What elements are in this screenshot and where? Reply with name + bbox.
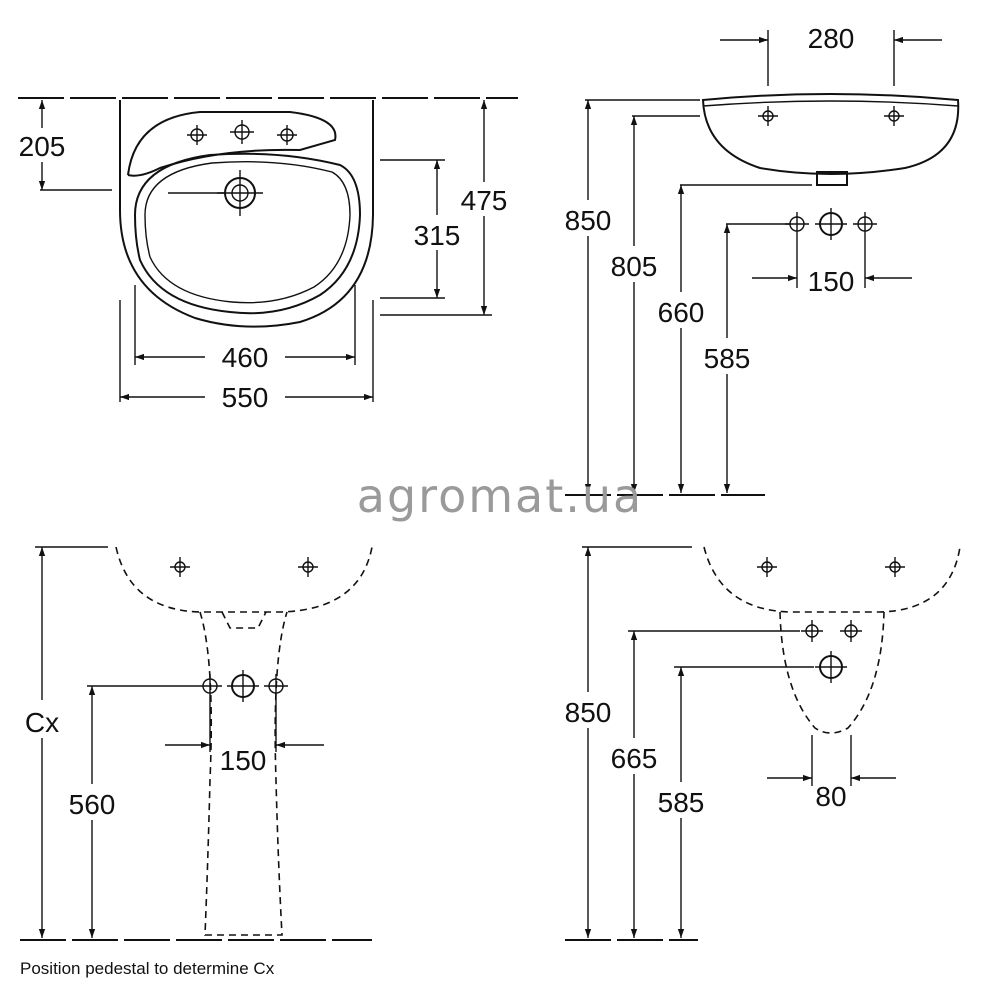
tap-hole-icon	[885, 557, 905, 577]
tap-hole-icon	[170, 557, 190, 577]
waste-connection-icon	[815, 208, 847, 240]
dim-850-label: 850	[565, 697, 612, 728]
tap-hole-icon	[277, 125, 297, 145]
dim-150-label: 150	[808, 266, 855, 297]
dim-460-label: 460	[222, 342, 269, 373]
dim-660-label: 660	[658, 297, 705, 328]
dim-665-label: 665	[611, 743, 658, 774]
basin-rim-back	[127, 111, 337, 177]
tap-hole-icon	[298, 557, 318, 577]
basin-outline-hidden	[115, 546, 373, 613]
tap-hole-icon	[758, 106, 778, 126]
basin-bowl-inner	[144, 160, 351, 304]
dim-550-label: 550	[222, 382, 269, 413]
dim-475-label: 475	[461, 185, 508, 216]
supply-valve-icon	[853, 212, 877, 236]
tap-hole-icon	[187, 125, 207, 145]
basin-outline	[119, 100, 374, 328]
dim-315-label: 315	[414, 220, 461, 251]
semi-pedestal-outline-hidden	[779, 611, 885, 734]
waste-connection-icon	[815, 651, 847, 683]
supply-valve-icon	[785, 212, 809, 236]
top-view: 205 475 315 460 550	[18, 97, 518, 413]
watermark: agromat.ua	[357, 469, 643, 523]
tap-hole-icon	[884, 106, 904, 126]
dim-560-label: 560	[69, 789, 116, 820]
dim-805-label: 805	[611, 251, 658, 282]
side-view: 280 850 805 660 585 150	[565, 23, 960, 496]
waste-outlet	[816, 171, 848, 186]
dim-cx-label: Cx	[25, 707, 59, 738]
waste-connection-icon	[227, 670, 259, 702]
semi-pedestal-view: 850 665 585 80	[565, 546, 961, 941]
basin-outline-hidden	[703, 546, 961, 613]
dim-80-label: 80	[815, 781, 846, 812]
tap-hole-icon	[230, 120, 254, 144]
basin-side-outline	[701, 93, 960, 175]
basin-bowl-outer	[133, 152, 362, 315]
dim-850-label: 850	[565, 205, 612, 236]
dim-585-label: 585	[704, 343, 751, 374]
dim-150-label: 150	[220, 745, 267, 776]
dim-205-label: 205	[19, 131, 66, 162]
dim-280-label: 280	[808, 23, 855, 54]
caption: Position pedestal to determine Cx	[20, 959, 275, 978]
supply-valve-icon	[198, 674, 222, 698]
dim-585-label: 585	[658, 787, 705, 818]
pedestal-view: Cx 560 150	[20, 546, 373, 941]
supply-valve-icon	[840, 620, 862, 642]
tap-hole-icon	[757, 557, 777, 577]
supply-valve-icon	[264, 674, 288, 698]
supply-valve-icon	[801, 620, 823, 642]
